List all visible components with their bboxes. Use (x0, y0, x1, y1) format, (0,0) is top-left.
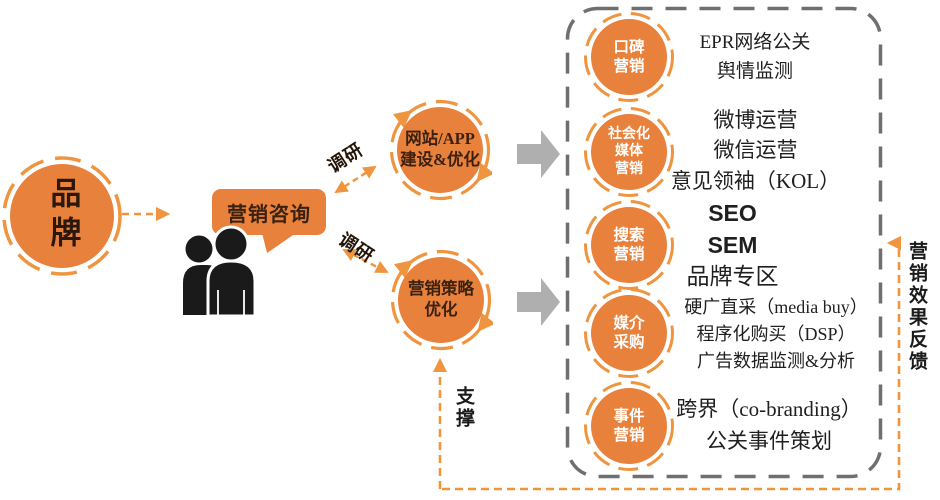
channel-items-search: SEO SEM 品牌专区 (645, 197, 820, 294)
channel-circle-label: 社会化 媒体 营销 (608, 126, 650, 177)
item-text: EPR网络公关 (699, 32, 811, 53)
item-text: 微博运营 (713, 108, 798, 132)
brand-circle: 品牌 (0, 154, 124, 278)
item-text: SEM (707, 232, 758, 259)
support-label: 支撑 (453, 386, 474, 430)
channel-items-media-buying: 硬广直采（media buy） 程序化购买（DSP） 广告数据监测&分析 (660, 294, 892, 375)
channel-circle-label: 搜索 营销 (613, 226, 645, 263)
channel-circle-graphic (584, 12, 674, 102)
block-arrow-lower (517, 278, 560, 326)
web-app-label: 网站/APP 建设&优化 (400, 129, 480, 169)
brand-circle-graphic (2, 156, 122, 276)
channel-circle-label: 媒介 采购 (613, 314, 645, 351)
consultants-icon (183, 225, 257, 318)
channel-circle-social-media: 社会化 媒体 营销 (583, 106, 675, 198)
channel-circle-graphic (584, 288, 674, 378)
item-text: 硬广直采（media buy） (684, 297, 868, 317)
item-text: 舆情监测 (716, 60, 793, 82)
item-text: 意见领袖（KOL） (670, 168, 841, 193)
item-text: 公关事件策划 (706, 428, 832, 453)
item-text: 微信运营 (713, 138, 798, 163)
web-app-circle: 网站/APP 建设&优化 (388, 98, 492, 202)
channel-circle-label: 口碑 营销 (613, 38, 645, 75)
block-arrow-upper (517, 130, 560, 178)
channel-items-word-of-mouth: EPR网络公关 舆情监测 (655, 29, 855, 86)
channel-circle-graphic (584, 200, 674, 290)
research-label-lower: 调研 (335, 229, 378, 267)
item-text: SEO (708, 200, 757, 226)
strategy-circle: 营销策略 优化 (389, 248, 493, 352)
channel-circle-event: 事件 营销 (583, 380, 675, 472)
web-app-circle-graphic (389, 99, 492, 201)
channel-items-event: 跨界（co-branding） 公关事件策划 (645, 394, 893, 457)
channel-circle-search: 搜索 营销 (583, 199, 675, 291)
channel-circle-graphic (584, 381, 674, 471)
channel-circle-graphic (584, 107, 674, 197)
feedback-label: 营销效果反馈 (906, 241, 927, 373)
consulting-label: 营销咨询 (227, 203, 311, 226)
item-text: 跨界（co-branding） (676, 397, 862, 421)
channel-items-social-media: 微博运营 微信运营 意见领袖（KOL） (648, 105, 863, 196)
brand-label: 品牌 (45, 177, 81, 255)
channel-circle-media-buying: 媒介 采购 (583, 287, 675, 379)
research-label-upper: 调研 (324, 139, 367, 177)
strategy-circle-graphic (390, 249, 493, 351)
item-text: 程序化购买（DSP） (696, 324, 856, 344)
strategy-label: 营销策略 优化 (408, 279, 474, 319)
item-text: 品牌专区 (686, 264, 779, 290)
channel-circle-word-of-mouth: 口碑 营销 (583, 11, 675, 103)
item-text: 广告数据监测&分析 (696, 351, 855, 371)
channel-circle-label: 事件 营销 (613, 407, 645, 444)
